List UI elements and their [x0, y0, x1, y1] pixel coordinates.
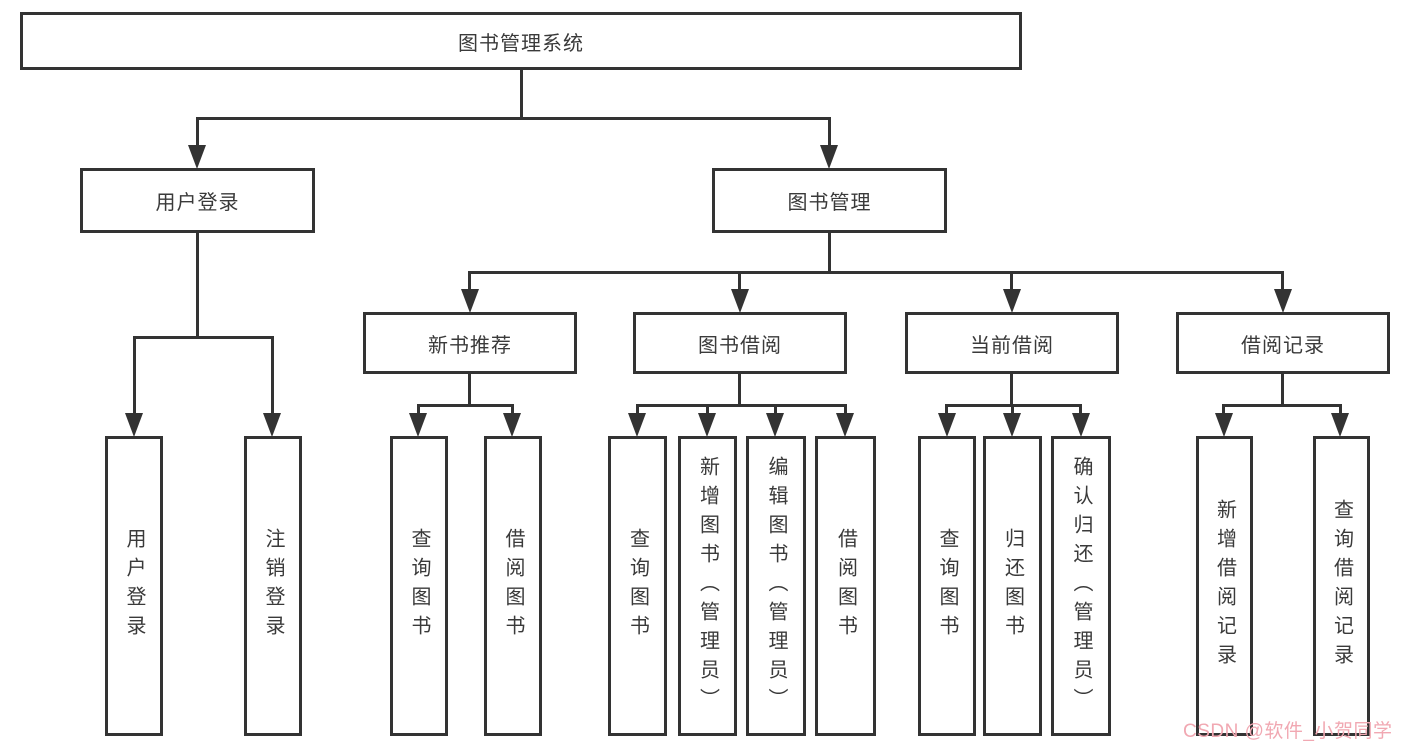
connector-line: [511, 404, 514, 416]
arrow-down-icon: [1003, 413, 1021, 437]
leaf-records-add-record-label: 新增借阅记录: [1213, 499, 1236, 673]
connector-line: [774, 404, 777, 416]
node-user-login: 用户登录: [80, 168, 315, 233]
connector-line: [468, 271, 471, 291]
leaf-records-query-record-label: 查询借阅记录: [1330, 499, 1353, 673]
connector-line: [520, 70, 523, 118]
connector-line: [1281, 271, 1284, 291]
leaf-current-query-books-label: 查询图书: [936, 528, 958, 644]
arrow-down-icon: [1331, 413, 1349, 437]
leaf-logout: 注销登录: [244, 436, 302, 736]
connector-line: [828, 233, 831, 274]
connector-line: [133, 336, 136, 416]
arrow-down-icon: [836, 413, 854, 437]
node-book-management: 图书管理: [712, 168, 947, 233]
connector-line: [196, 117, 199, 147]
arrow-down-icon: [125, 413, 143, 437]
leaf-recommend-borrow-books: 借阅图书: [484, 436, 542, 736]
connector-line: [738, 271, 741, 291]
leaf-records-add-record: 新增借阅记录: [1196, 436, 1253, 736]
connector-line: [468, 374, 471, 407]
connector-line: [945, 404, 948, 416]
connector-line: [417, 404, 514, 407]
leaf-borrow-add-books-admin: 新增图书（管理员）: [678, 436, 737, 736]
watermark: CSDN @软件_小贺同学: [1183, 721, 1393, 742]
leaf-current-return-books-label: 归还图书: [1001, 528, 1024, 644]
arrow-down-icon: [461, 289, 479, 313]
connector-line: [196, 117, 831, 120]
connector-line: [636, 404, 846, 407]
connector-line: [1222, 404, 1342, 407]
leaf-recommend-query-books: 查询图书: [390, 436, 448, 736]
arrow-down-icon: [698, 413, 716, 437]
leaf-borrow-edit-books-admin-label: 编辑图书（管理员）: [765, 455, 787, 717]
connector-line: [844, 404, 847, 416]
leaf-current-query-books: 查询图书: [918, 436, 976, 736]
arrow-down-icon: [938, 413, 956, 437]
leaf-borrow-edit-books-admin: 编辑图书（管理员）: [746, 436, 806, 736]
connector-line: [196, 233, 199, 339]
connector-line: [1011, 404, 1014, 416]
connector-line: [133, 336, 274, 339]
node-book-borrow: 图书借阅: [633, 312, 847, 374]
leaf-borrow-borrow-books-label: 借阅图书: [834, 528, 857, 644]
connector-line: [271, 336, 274, 416]
leaf-current-confirm-return-admin-label: 确认归还（管理员）: [1070, 455, 1092, 717]
leaf-borrow-query-books-label: 查询图书: [626, 528, 649, 644]
arrow-down-icon: [1003, 289, 1021, 313]
connector-line: [706, 404, 709, 416]
connector-line: [1010, 374, 1013, 407]
arrow-down-icon: [766, 413, 784, 437]
connector-line: [1339, 404, 1342, 416]
leaf-logout-label: 注销登录: [262, 528, 284, 644]
connector-line: [417, 404, 420, 416]
node-borrow-records: 借阅记录: [1176, 312, 1390, 374]
connector-line: [828, 117, 831, 147]
node-current-borrow: 当前借阅: [905, 312, 1119, 374]
connector-line: [1222, 404, 1225, 416]
arrow-down-icon: [409, 413, 427, 437]
connector-line: [738, 374, 741, 407]
connector-line: [468, 271, 1284, 274]
connector-line: [636, 404, 639, 416]
connector-line: [1010, 271, 1013, 291]
arrow-down-icon: [1072, 413, 1090, 437]
leaf-user-login: 用户登录: [105, 436, 163, 736]
node-root: 图书管理系统: [20, 12, 1022, 70]
leaf-borrow-borrow-books: 借阅图书: [815, 436, 876, 736]
arrow-down-icon: [188, 145, 206, 169]
leaf-recommend-borrow-books-label: 借阅图书: [502, 528, 524, 644]
leaf-user-login-label: 用户登录: [123, 528, 145, 644]
arrow-down-icon: [731, 289, 749, 313]
leaf-borrow-query-books: 查询图书: [608, 436, 667, 736]
node-new-book-recommend: 新书推荐: [363, 312, 577, 374]
connector-line: [1281, 374, 1284, 407]
leaf-borrow-add-books-admin-label: 新增图书（管理员）: [696, 455, 719, 717]
arrow-down-icon: [1215, 413, 1233, 437]
arrow-down-icon: [628, 413, 646, 437]
leaf-recommend-query-books-label: 查询图书: [408, 528, 430, 644]
arrow-down-icon: [263, 413, 281, 437]
arrow-down-icon: [1274, 289, 1292, 313]
leaf-current-return-books: 归还图书: [983, 436, 1042, 736]
leaf-records-query-record: 查询借阅记录: [1313, 436, 1370, 736]
arrow-down-icon: [503, 413, 521, 437]
connector-line: [1079, 404, 1082, 416]
leaf-current-confirm-return-admin: 确认归还（管理员）: [1051, 436, 1111, 736]
arrow-down-icon: [820, 145, 838, 169]
